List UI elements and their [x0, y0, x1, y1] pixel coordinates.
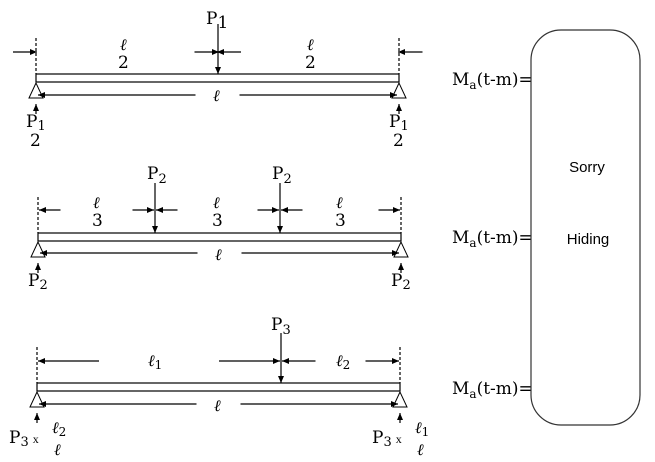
cover-box-text-1: Sorry	[569, 159, 605, 176]
beam	[37, 232, 402, 242]
beam2-third-num-1: ℓ	[93, 193, 100, 212]
pin-support-icon	[30, 240, 46, 258]
beam2-span-label: ℓ	[215, 245, 222, 264]
moment-label-3: Ma(t-m)=	[452, 379, 533, 401]
beam1-load-label: P1	[206, 9, 228, 33]
beam2-load-label-right: P2	[272, 164, 292, 187]
pin-support-icon	[391, 81, 407, 99]
beam3-l2-label: ℓ2	[336, 351, 350, 372]
beam3-right-num: ℓ1	[415, 418, 429, 439]
cover-box	[530, 29, 641, 426]
pin-support-icon	[29, 390, 45, 408]
beam2-third-num-3: ℓ	[336, 193, 343, 212]
beam1-reaction-right-den: 2	[393, 131, 404, 151]
beam1-half-den-right: 2	[305, 53, 316, 73]
beam2-third-num-2: ℓ	[213, 193, 220, 212]
beam1-half-num-right: ℓ	[307, 35, 314, 54]
beam1-reaction-right: P1	[389, 112, 409, 134]
moment-label-1: Ma(t-m)=	[452, 70, 533, 92]
beam	[35, 73, 400, 83]
pin-support-icon	[392, 390, 408, 408]
beam	[36, 382, 401, 392]
beam2-reaction-right: P2	[391, 271, 411, 293]
beam1-reaction-left-den: 2	[30, 131, 41, 151]
pin-support-icon	[28, 81, 44, 99]
beam3-l1-label: ℓ1	[148, 351, 162, 372]
beam2-load-label-left: P2	[147, 164, 167, 187]
beam3-span-label: ℓ	[214, 396, 221, 415]
beam1-reaction-left: P1	[26, 112, 46, 134]
beam2-third-den-2: 3	[212, 211, 223, 231]
cover-box-text-2: Hiding	[567, 231, 610, 248]
beam3-left-den: ℓ	[54, 440, 61, 459]
beam3-load-label: P3	[271, 315, 291, 338]
beam1-span-label: ℓ	[213, 86, 220, 105]
beam3-right-den: ℓ	[417, 440, 424, 459]
pin-support-icon	[393, 240, 409, 258]
beam2-third-den-3: 3	[335, 211, 346, 231]
beam2-third-den-1: 3	[92, 211, 103, 231]
moment-label-2: Ma(t-m)=	[452, 228, 533, 250]
beam1-half-num-left: ℓ	[120, 35, 127, 54]
beam2-reaction-left: P2	[28, 271, 48, 293]
beam3-left-num: ℓ2	[52, 418, 66, 439]
beam1-half-den-left: 2	[118, 53, 129, 73]
